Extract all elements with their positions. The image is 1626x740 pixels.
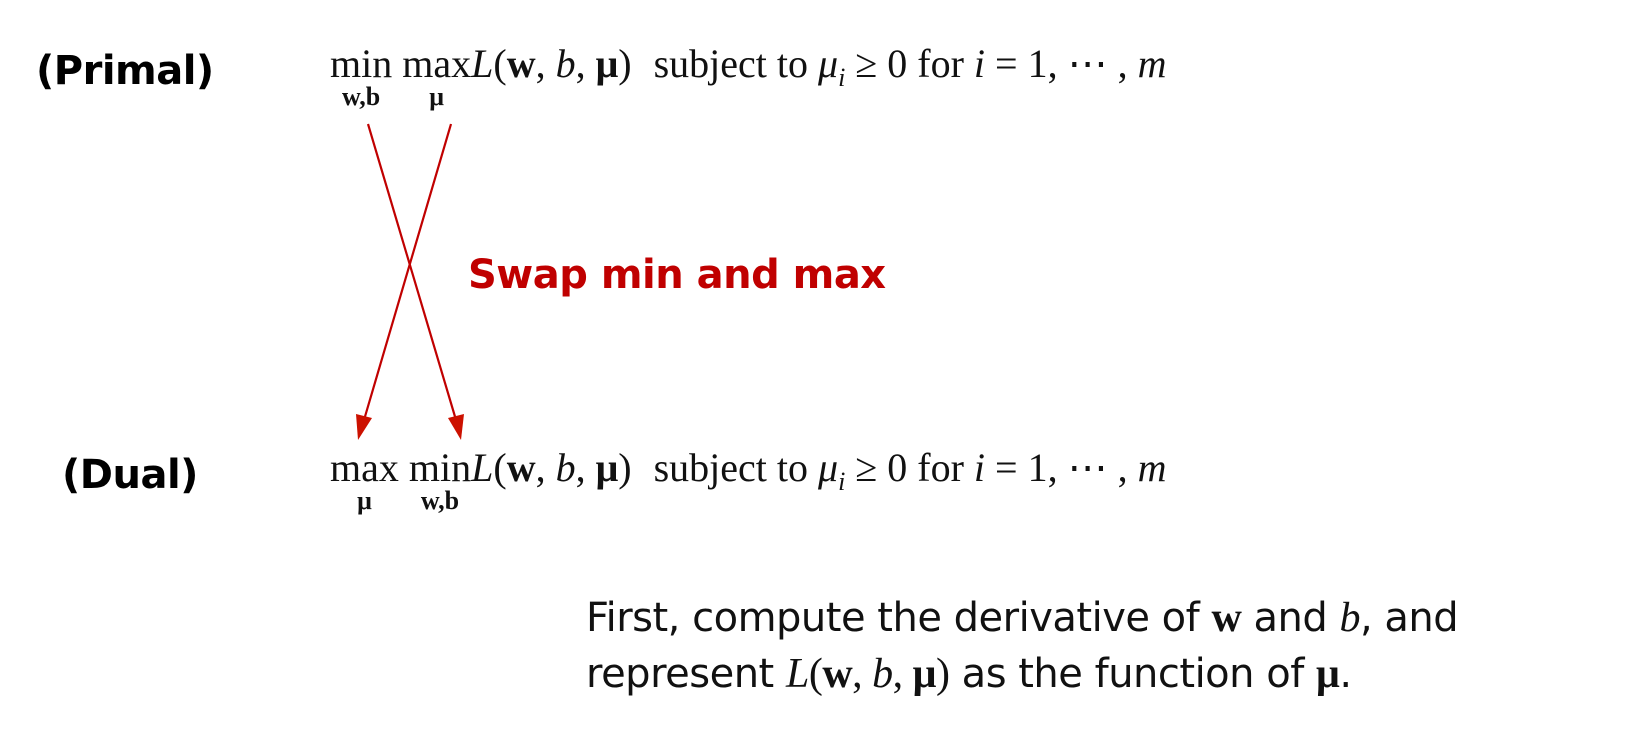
- dual-constraint-var: μ: [818, 445, 839, 490]
- dual-arg-w: w: [506, 445, 536, 490]
- comma: ,: [535, 41, 556, 86]
- note-mu: μ: [1316, 651, 1340, 697]
- primal-function: L: [471, 41, 494, 86]
- paren: (: [493, 41, 507, 86]
- primal-constraint-var: μ: [818, 41, 839, 86]
- dual-outer-op: max: [330, 445, 399, 490]
- paren: (: [808, 651, 823, 697]
- dual-arg-b: b: [555, 445, 576, 490]
- primal-constraint-text: subject to: [653, 41, 809, 86]
- note-text: as the function of: [949, 651, 1316, 697]
- comma: ,: [852, 651, 873, 697]
- primal-inner-sub: μ: [429, 82, 445, 111]
- dual-outer-sub: μ: [357, 486, 372, 515]
- dual-range-end: m: [1137, 445, 1167, 490]
- dual-range-var: i: [973, 445, 986, 490]
- note-text: , and: [1359, 595, 1459, 641]
- comma: ,: [575, 41, 596, 86]
- note-b: b: [1339, 595, 1360, 641]
- primal-range-expr: = 1, ⋯ ,: [995, 41, 1128, 86]
- note-text: .: [1339, 651, 1352, 697]
- dual-equation: max μ min w,b L(w, b, μ) subject to μi ≥…: [330, 445, 1167, 514]
- primal-inner-op: max: [402, 41, 472, 86]
- paren: ): [618, 41, 632, 86]
- primal-constraint-index: i: [838, 63, 846, 92]
- primal-arg-mu: μ: [595, 41, 619, 86]
- primal-outer-sub: w,b: [341, 82, 381, 111]
- primal-arg-w: w: [506, 41, 536, 86]
- primal-outer-op: min: [330, 41, 393, 86]
- paren: ): [935, 651, 950, 697]
- note-text: represent: [586, 651, 786, 697]
- primal-arg-b: b: [555, 41, 576, 86]
- primal-equation: min w,b max μ L(w, b, μ) subject to μi ≥…: [330, 41, 1167, 110]
- primal-inner-max: max μ: [402, 41, 472, 110]
- primal-outer-min: min w,b: [330, 41, 393, 110]
- dual-label: (Dual): [62, 452, 198, 498]
- dual-inner-sub: w,b: [420, 486, 460, 515]
- swap-annotation: Swap min and max: [468, 252, 886, 298]
- primal-label: (Primal): [36, 48, 214, 94]
- dual-outer-max: max μ: [330, 445, 399, 514]
- primal-range-var: i: [973, 41, 986, 86]
- dual-function: L: [471, 445, 494, 490]
- comma: ,: [892, 651, 913, 697]
- note-w: w: [822, 651, 853, 697]
- primal-range-end: m: [1137, 41, 1167, 86]
- dual-arg-mu: μ: [595, 445, 619, 490]
- primal-constraint-rel: ≥ 0 for: [855, 41, 964, 86]
- paren: ): [618, 445, 632, 490]
- explanation-note: First, compute the derivative of w and b…: [586, 590, 1459, 702]
- note-text: and: [1241, 595, 1340, 641]
- paren: (: [493, 445, 507, 490]
- dual-constraint-rel: ≥ 0 for: [855, 445, 964, 490]
- arrow-mu: [356, 123, 453, 440]
- dual-inner-op: min: [408, 445, 472, 490]
- arrow-wb: [366, 123, 464, 440]
- comma: ,: [535, 445, 556, 490]
- note-line-2: represent L(w, b, μ) as the function of …: [586, 646, 1458, 702]
- dual-constraint-text: subject to: [653, 445, 809, 490]
- dual-range-expr: = 1, ⋯ ,: [995, 445, 1128, 490]
- dual-constraint-index: i: [838, 467, 846, 496]
- note-mu: μ: [912, 651, 937, 697]
- note-w: w: [1211, 595, 1242, 641]
- note-L: L: [785, 651, 809, 697]
- dual-inner-min: min w,b: [408, 445, 472, 514]
- note-text: First, compute the derivative of: [586, 595, 1212, 641]
- comma: ,: [575, 445, 596, 490]
- note-line-1: First, compute the derivative of w and b…: [586, 590, 1459, 646]
- note-b: b: [872, 651, 893, 697]
